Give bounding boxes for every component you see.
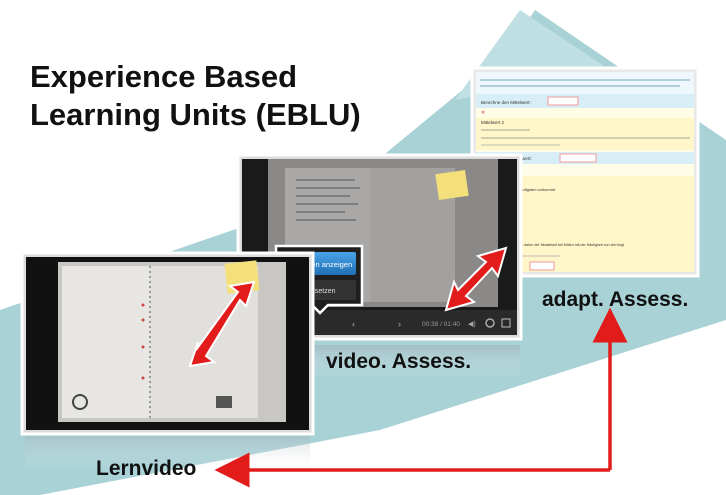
play-prev-icon[interactable]: ‹ <box>352 319 355 329</box>
assessment-section2-heading: Mittelwert 2 <box>481 120 505 125</box>
feedback-arrow <box>214 307 628 488</box>
label-lernvideo: Lernvideo <box>96 457 197 480</box>
svg-text:✕: ✕ <box>481 110 485 116</box>
continue-label: Fortsetzen <box>302 288 335 295</box>
logo-icon <box>72 394 88 410</box>
volume-icon[interactable]: ◀) <box>468 321 476 328</box>
play-next-icon[interactable]: › <box>398 319 401 329</box>
lernvideo-reflection <box>25 432 310 472</box>
show-answers-label: Antworten anzeigen <box>286 260 352 269</box>
settings-icon[interactable] <box>485 318 495 328</box>
assessment-section1-label: Berechne den Mittelwert: <box>481 100 531 105</box>
label-adapt-assess: adapt. Assess. <box>542 288 689 311</box>
label-video-assess: video. Assess. <box>326 350 472 373</box>
double-arrow-assess-to-adapt <box>444 246 508 312</box>
fullscreen-icon[interactable] <box>501 318 511 328</box>
player-time: 00:38 / 01:40 <box>422 321 460 328</box>
page-title: Experience Based Learning Units (EBLU) <box>30 58 361 134</box>
title-line-2: Learning Units (EBLU) <box>30 97 361 132</box>
title-line-1: Experience Based <box>30 59 298 94</box>
lernvideo-screenshot <box>20 251 315 436</box>
assessment-section3-answer: Antwort: daher der Modalwert bei Mitten … <box>510 243 625 247</box>
double-arrow-video-to-assess <box>188 280 256 368</box>
